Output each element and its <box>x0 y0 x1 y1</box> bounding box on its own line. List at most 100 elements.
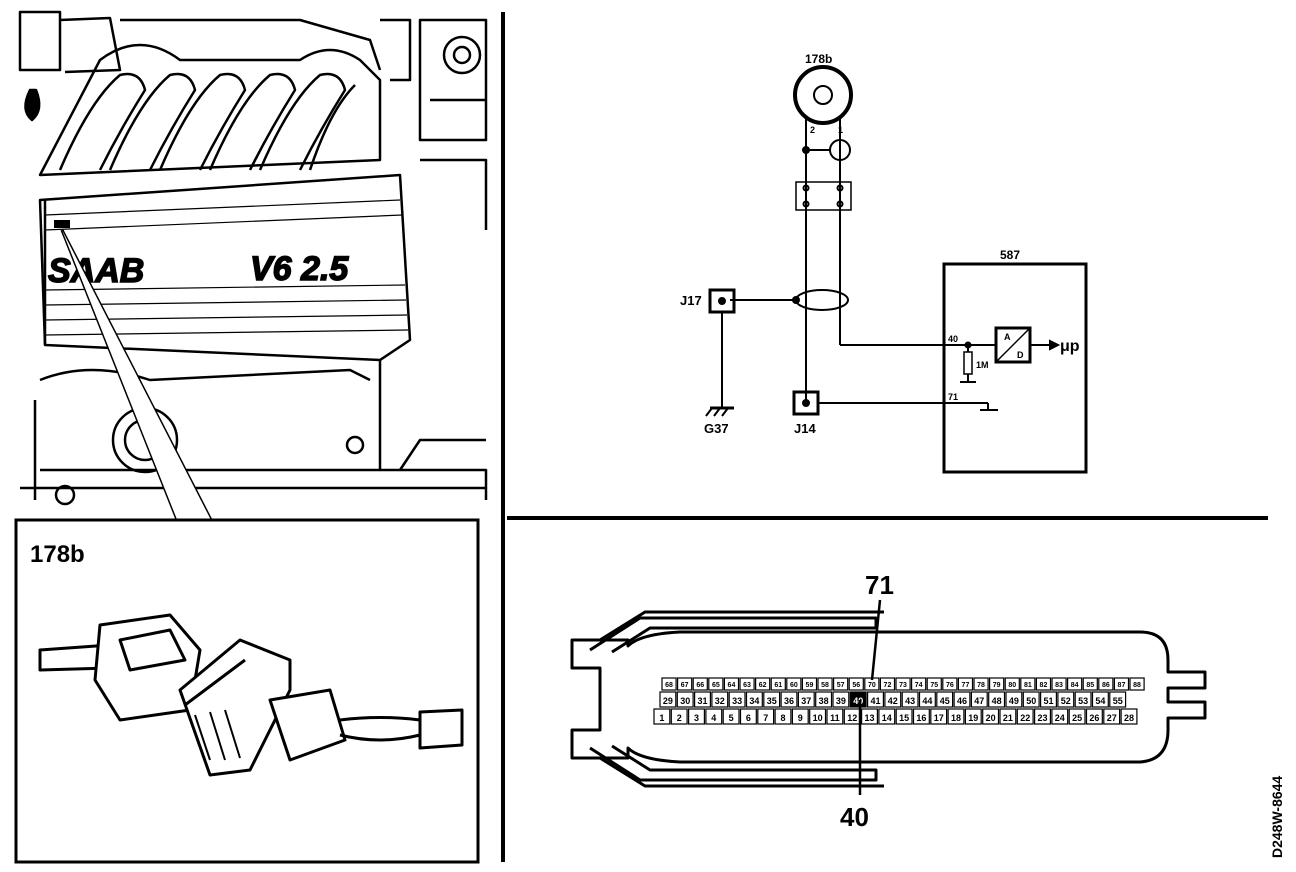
pin-number: 67 <box>681 682 689 689</box>
pin-number: 70 <box>868 682 876 689</box>
pin-cell <box>860 708 878 725</box>
pin-cell <box>1035 677 1052 691</box>
pin-number: 5 <box>729 713 734 723</box>
ecu-pin-top: 40 <box>948 334 958 344</box>
pin-number: 29 <box>663 696 673 706</box>
pin-cell <box>659 691 677 708</box>
pin-number: 1 <box>659 713 664 723</box>
pin-number: 19 <box>968 713 978 723</box>
pin-cell <box>1022 691 1040 708</box>
pin-number: 84 <box>1071 682 1079 689</box>
pin-cell <box>1051 677 1067 691</box>
ground-label: G37 <box>704 421 729 436</box>
pin-number: 36 <box>784 696 794 706</box>
pin-cell <box>1120 708 1138 725</box>
ecu-label: 587 <box>1000 248 1020 262</box>
pin-cell <box>815 691 833 708</box>
pin-number: 86 <box>1102 682 1110 689</box>
pin-cell <box>1098 677 1114 691</box>
pin-cell <box>832 691 850 708</box>
pin-cell <box>786 677 802 691</box>
pin-cell <box>1020 677 1036 691</box>
pin-number: 54 <box>1095 696 1105 706</box>
pin-number: 75 <box>930 682 938 689</box>
pin-number: 10 <box>813 713 823 723</box>
pin-cell <box>918 691 936 708</box>
pin-cell <box>801 677 818 691</box>
pin-number: 80 <box>1008 682 1016 689</box>
pin-cell <box>1039 691 1057 708</box>
pin-cell <box>711 691 729 708</box>
pin-cell <box>653 708 671 725</box>
pin-cell <box>797 691 815 708</box>
pin-cell <box>866 691 884 708</box>
pin-number: 48 <box>992 696 1002 706</box>
pin-number: 87 <box>1118 682 1126 689</box>
pin-cell <box>1091 691 1109 708</box>
pin-number: 30 <box>680 696 690 706</box>
pin-number: 60 <box>790 682 798 689</box>
pin-cell <box>1051 708 1069 725</box>
pin-cell <box>988 677 1005 691</box>
pin-number: 79 <box>993 682 1001 689</box>
pin-cell <box>1082 677 1098 691</box>
pin-cell <box>757 708 775 725</box>
pin-cell <box>832 677 849 691</box>
pin-cell <box>849 691 867 708</box>
pin-cell <box>1113 677 1130 691</box>
pin-cell <box>1005 691 1023 708</box>
pin-cell <box>1129 677 1145 691</box>
pin-number: 45 <box>940 696 950 706</box>
pin-number: 13 <box>864 713 874 723</box>
pin-cell <box>1074 691 1092 708</box>
connector-housing <box>570 610 1207 788</box>
pin-number: 6 <box>746 713 751 723</box>
pin-number: 35 <box>767 696 777 706</box>
figure-code: D248W-8644 <box>1269 776 1285 858</box>
pin-number: 15 <box>899 713 909 723</box>
pin-cell <box>910 677 927 691</box>
pin-number: 41 <box>870 696 880 706</box>
pin-number: 47 <box>974 696 984 706</box>
pin-number: 38 <box>819 696 829 706</box>
pin-cell <box>745 691 763 708</box>
pin-number: 65 <box>712 682 720 689</box>
pin-number: 11 <box>830 713 840 723</box>
pin-cell <box>895 677 911 691</box>
pin-cell <box>1004 677 1020 691</box>
pin-cell <box>708 677 724 691</box>
callout-71: 71 <box>865 570 894 600</box>
pin-cell <box>661 677 677 691</box>
pin-cell <box>791 708 809 725</box>
pin-number: 88 <box>1133 682 1141 689</box>
pin-cell <box>953 691 971 708</box>
pin-cell <box>670 708 688 725</box>
pin-callouts <box>858 599 882 795</box>
pin-cell <box>848 677 864 691</box>
pin-number: 28 <box>1124 713 1134 723</box>
pin-number: 83 <box>1055 682 1063 689</box>
pin-number: 23 <box>1037 713 1047 723</box>
pin-number: 57 <box>837 682 845 689</box>
pin-cell <box>999 708 1017 725</box>
pin-cell <box>982 708 1000 725</box>
pin-number: 78 <box>977 682 985 689</box>
pin-number: 18 <box>951 713 961 723</box>
pin-number: 76 <box>946 682 954 689</box>
pin-number: 24 <box>1055 713 1065 723</box>
pin-cell <box>947 708 965 725</box>
pin-cell <box>973 677 989 691</box>
pin-number: 46 <box>957 696 967 706</box>
pin-number: 73 <box>899 682 907 689</box>
pin-number: 61 <box>774 682 782 689</box>
pin-number: 27 <box>1107 713 1117 723</box>
pin-number: 58 <box>821 682 829 689</box>
pin-cell <box>1103 708 1121 725</box>
pin-number: 68 <box>665 682 673 689</box>
pin-cell <box>826 708 844 725</box>
schematic <box>705 65 1088 474</box>
pin-number: 43 <box>905 696 915 706</box>
pin-cell <box>723 677 740 691</box>
pin-cell <box>739 708 757 725</box>
